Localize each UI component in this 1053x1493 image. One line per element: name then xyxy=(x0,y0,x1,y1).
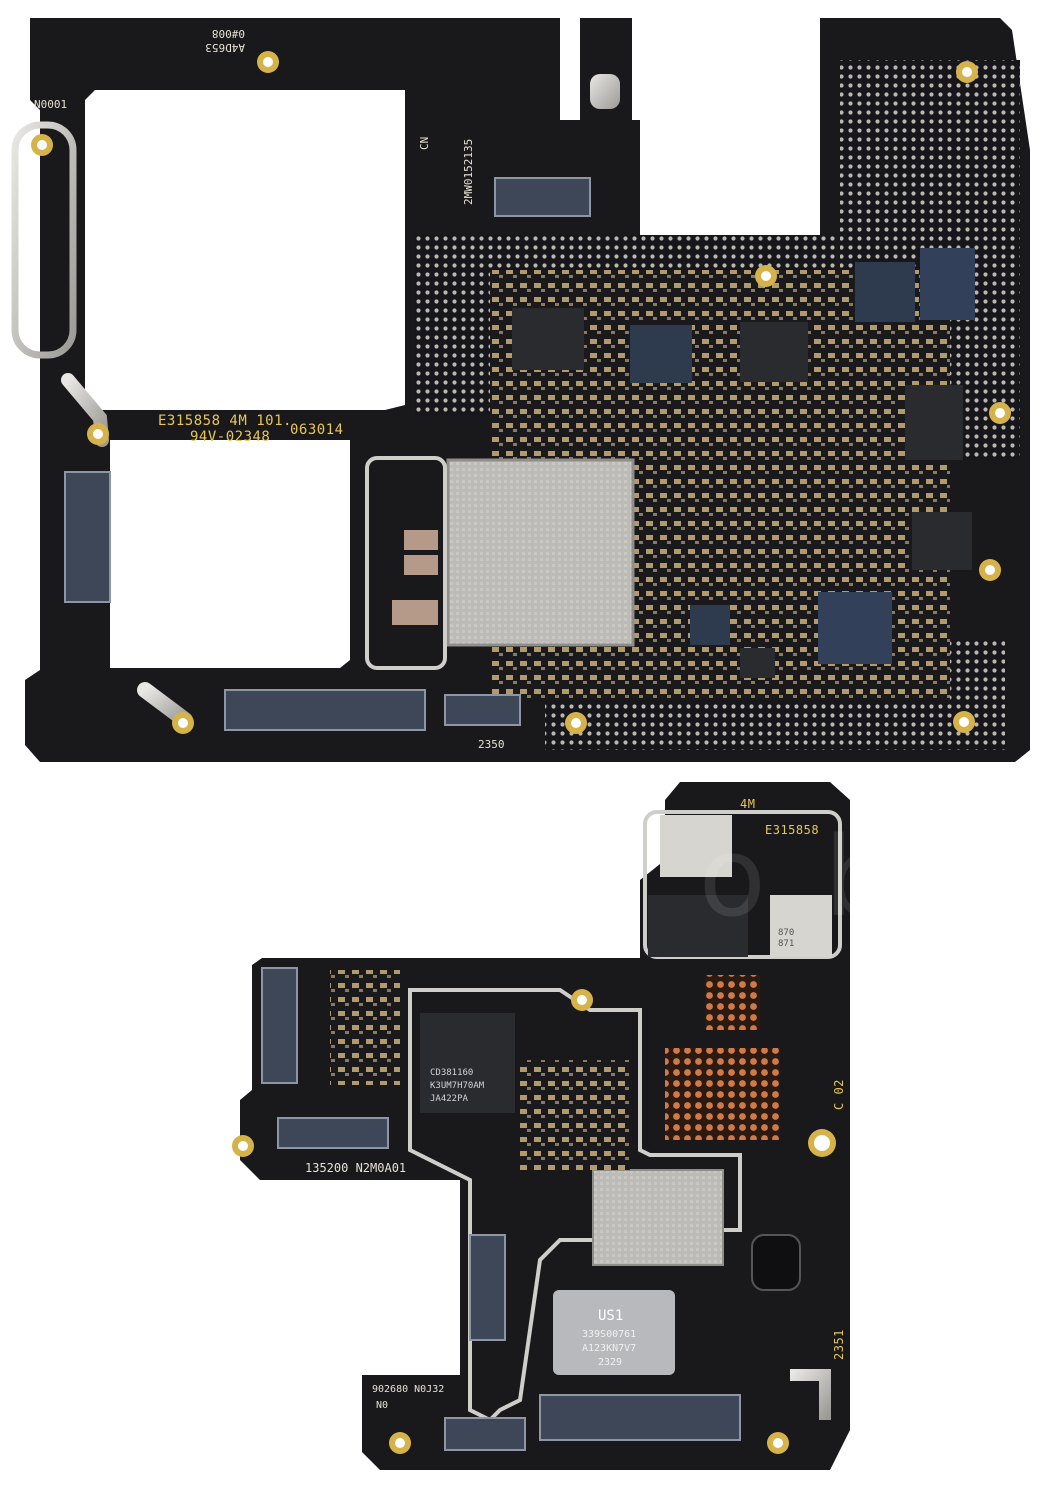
chip-pmic-1 xyxy=(512,308,584,370)
bga-pad-large xyxy=(665,1048,780,1140)
connector-bottom-edge-1 xyxy=(444,1417,526,1451)
label-board-code-bottom: 135200 N2M0A01 xyxy=(305,1161,406,1175)
label-bottom-left-mark: N0 xyxy=(376,1400,388,1411)
chip-small-1 xyxy=(690,605,730,645)
label-part-no-b: A4D653 xyxy=(205,41,245,54)
soc-shield xyxy=(446,458,635,647)
connector-left-vertical xyxy=(64,471,111,603)
label-side-rev: C 02 xyxy=(832,1079,846,1110)
chip-pmic-2 xyxy=(630,325,692,383)
chip-top-dark xyxy=(648,895,748,957)
passive-block-1 xyxy=(404,530,438,550)
label-cn: CN xyxy=(418,137,431,150)
memory-chip-line-1: CD381160 xyxy=(430,1068,473,1078)
us1-chip-line-2: 339S00761 xyxy=(582,1329,636,1340)
chip-rf-4 xyxy=(912,512,972,570)
bracket-left-upper xyxy=(11,121,77,359)
top-board: 0#008 A4D653 N0001 E315858 4M 101. 94V-0… xyxy=(11,18,1030,762)
chip-pmic-3 xyxy=(740,322,808,382)
rf-shield-chip xyxy=(592,1169,724,1266)
label-date-code: 063014 xyxy=(290,422,344,438)
label-bottom-left-code: 902680 N0J32 xyxy=(372,1384,444,1395)
label-cert-top: E315858 xyxy=(765,823,819,837)
component-cluster-left xyxy=(330,970,400,1085)
label-board-code: 2MW0152135 xyxy=(462,139,475,205)
us1-chip-line-4: 2329 xyxy=(598,1357,622,1368)
watermark-text: ictomobile xyxy=(100,813,1053,941)
chip-top-white-2 xyxy=(770,895,832,957)
passive-block-3 xyxy=(392,600,438,625)
chip-rf-5 xyxy=(818,592,892,664)
bottom-board: E315858 4M 135200 N2M0A01 CD381160 K3UM7… xyxy=(232,782,850,1470)
component-cluster-mid xyxy=(520,1060,630,1170)
us1-chip-line-3: A123KN7V7 xyxy=(582,1343,636,1354)
connector-small-bottom xyxy=(444,694,521,726)
small-chip-a-line-2: 871 xyxy=(778,939,794,949)
us1-chip xyxy=(553,1290,675,1375)
bracket-top-right xyxy=(590,74,620,109)
connector-bottom-mid-vertical xyxy=(469,1234,506,1341)
chip-top-white-1 xyxy=(660,815,732,877)
connector-bottom-left-horizontal xyxy=(277,1117,389,1149)
connector-bottom-edge-2 xyxy=(539,1394,741,1441)
label-4m: 4M xyxy=(740,797,755,811)
screw-hole-centers-bottom xyxy=(238,995,830,1448)
memory-chip-line-2: K3UM7H70AM xyxy=(430,1081,485,1091)
screw-hole-centers xyxy=(37,57,1005,728)
chip-rf-3 xyxy=(905,385,963,460)
small-chip-a-line-1: 870 xyxy=(778,928,794,938)
bga-pad-small xyxy=(705,975,760,1030)
label-side-code: 2351 xyxy=(832,1329,846,1360)
camera-cutout-lower xyxy=(110,440,350,668)
passive-block-2 xyxy=(404,555,438,575)
camera-flash-module xyxy=(751,1234,801,1291)
chip-rf-1 xyxy=(855,262,915,322)
chip-small-2 xyxy=(740,648,775,678)
memory-chip xyxy=(420,1013,515,1113)
memory-chip-line-3: JA422PA xyxy=(430,1094,469,1104)
camera-cutout-upper xyxy=(85,90,405,410)
us1-chip-line-1: US1 xyxy=(598,1308,623,1324)
label-part-no-a: 0#008 xyxy=(212,27,245,40)
pmic-shield-frame xyxy=(365,456,447,670)
connector-bottom-left-vertical xyxy=(261,967,298,1084)
connector-top-mid xyxy=(494,177,591,217)
label-cert-line-1: E315858 4M 101. xyxy=(158,413,292,429)
label-rev-left: N0001 xyxy=(34,98,67,111)
label-cert-line-2: 94V-02348 xyxy=(190,429,270,445)
connector-display xyxy=(224,689,426,731)
chip-rf-2 xyxy=(920,248,975,320)
bracket-bottom-right xyxy=(790,1369,831,1420)
label-corner-code: 2350 xyxy=(478,738,505,751)
